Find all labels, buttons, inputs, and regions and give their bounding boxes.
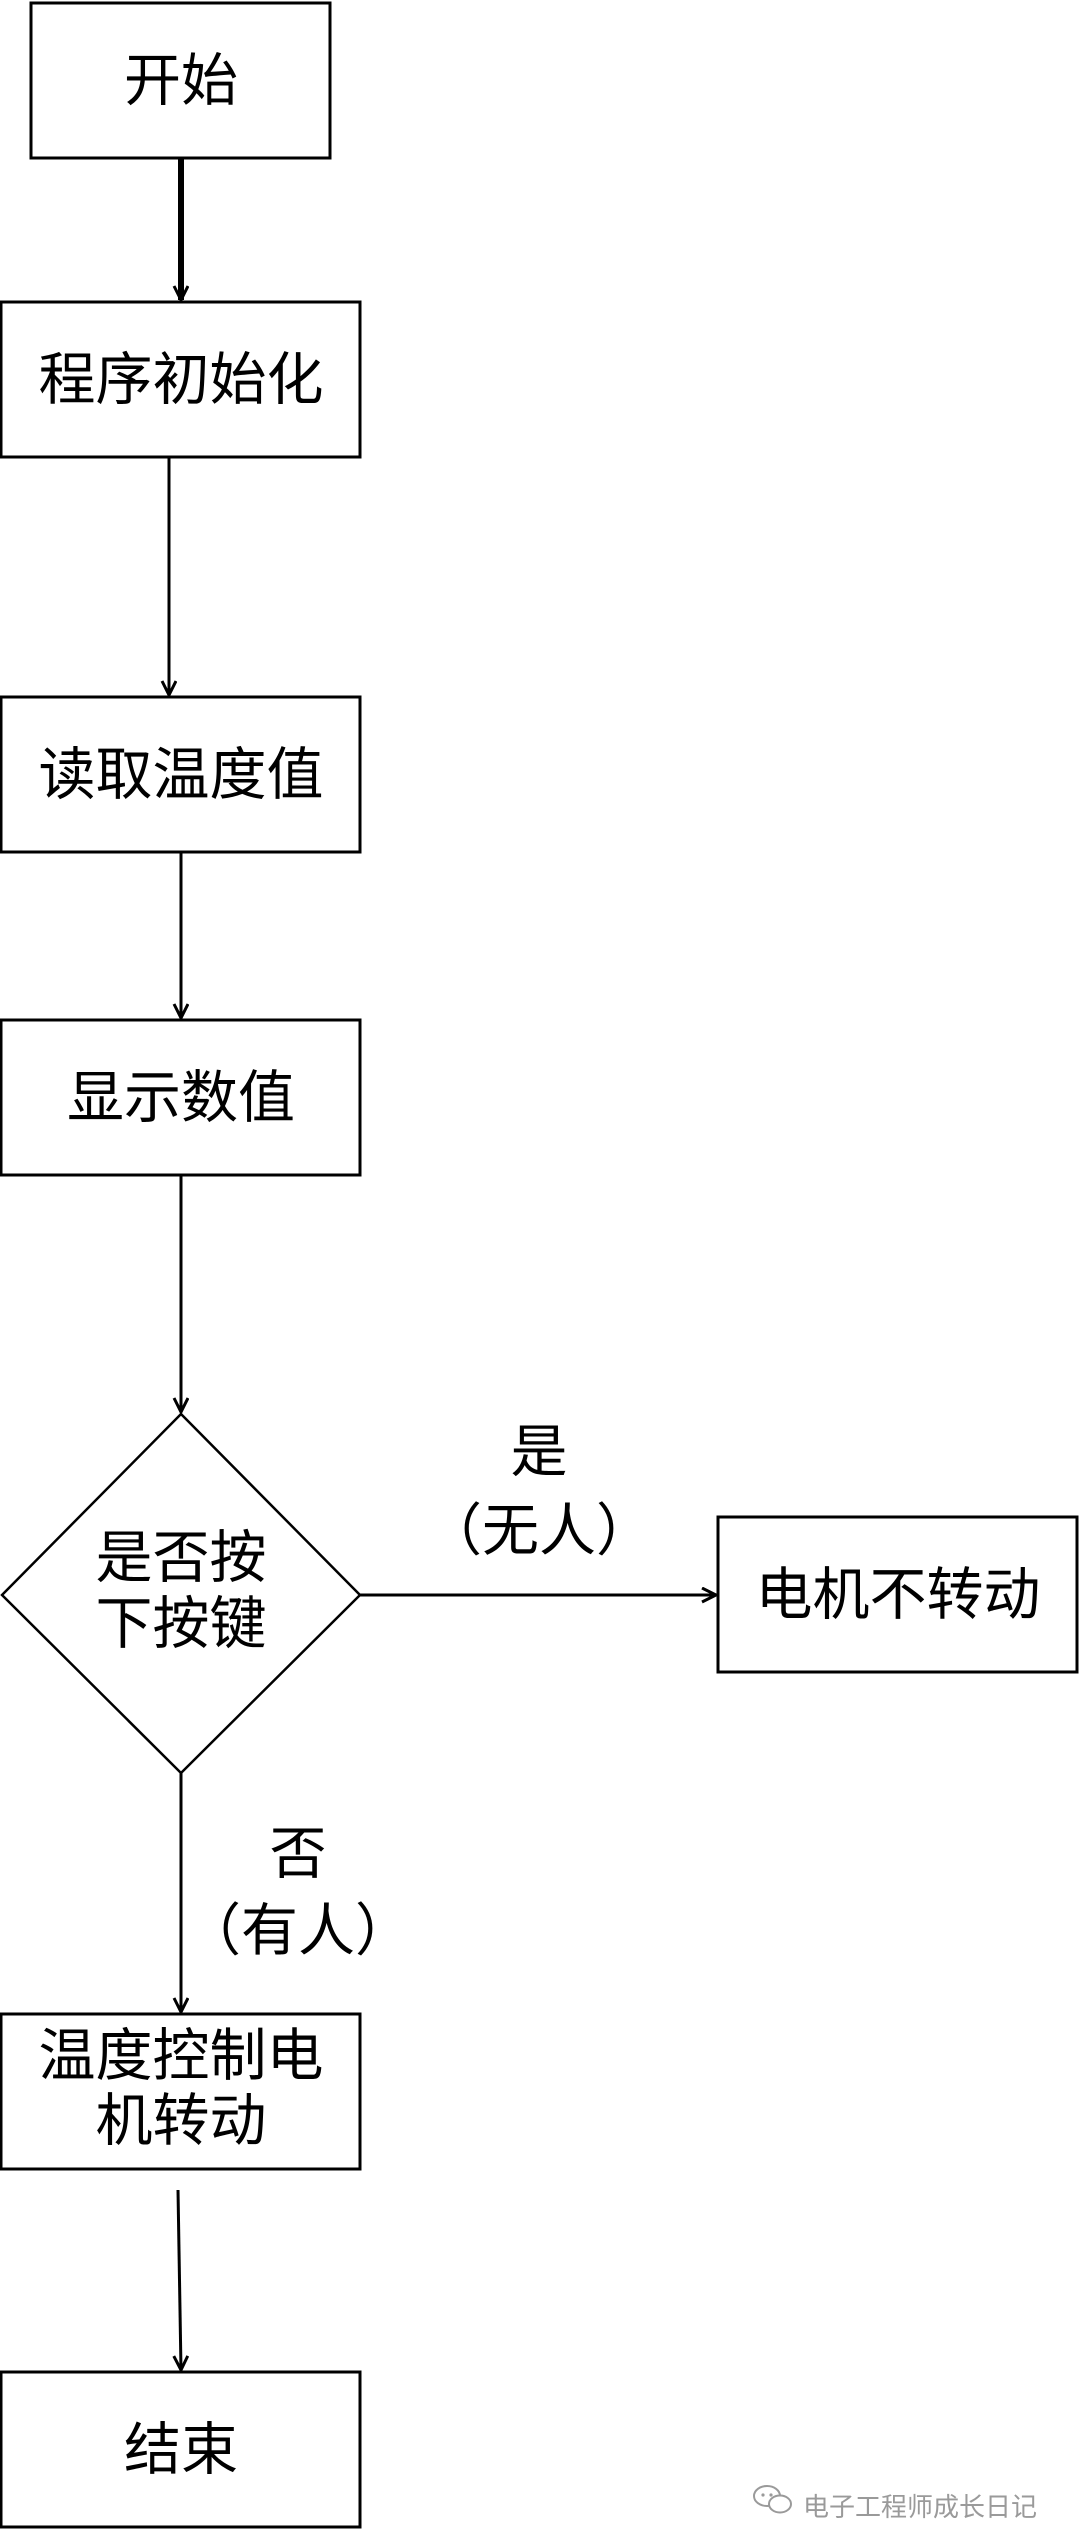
yes-label: 是	[511, 1419, 568, 1485]
start-box	[29, 1, 332, 160]
display-box	[0, 1018, 362, 1177]
init-label: 程序初始化	[39, 347, 324, 413]
watermark: 电子工程师成长日记	[753, 2485, 1037, 2523]
read-temp-label: 读取温度值	[39, 742, 324, 808]
arrow-control-to-end	[178, 2189, 181, 2370]
decision-label-line2: 下按键	[96, 1591, 267, 1657]
display-label: 显示数值	[67, 1065, 295, 1131]
end-label: 结束	[124, 2417, 238, 2483]
start-label: 开始	[124, 48, 238, 114]
decision-label-line1: 是否按	[96, 1525, 267, 1591]
read-temp-box	[0, 695, 362, 854]
wechat-icon	[753, 2485, 792, 2514]
temp-control-label-line2: 机转动	[96, 2088, 267, 2154]
no-note: （有人）	[184, 1898, 412, 1964]
init-box	[0, 300, 362, 459]
no-label: 否	[270, 1821, 327, 1887]
yes-note: （无人）	[425, 1498, 653, 1564]
temp-control-label-line1: 温度控制电	[39, 2023, 324, 2089]
motor-stop-label: 电机不转动	[756, 1562, 1041, 1628]
watermark-text: 电子工程师成长日记	[803, 2493, 1037, 2523]
temp-control-box	[0, 2012, 362, 2171]
end-box	[0, 2370, 362, 2529]
motor-stop-box	[716, 1515, 1079, 1674]
